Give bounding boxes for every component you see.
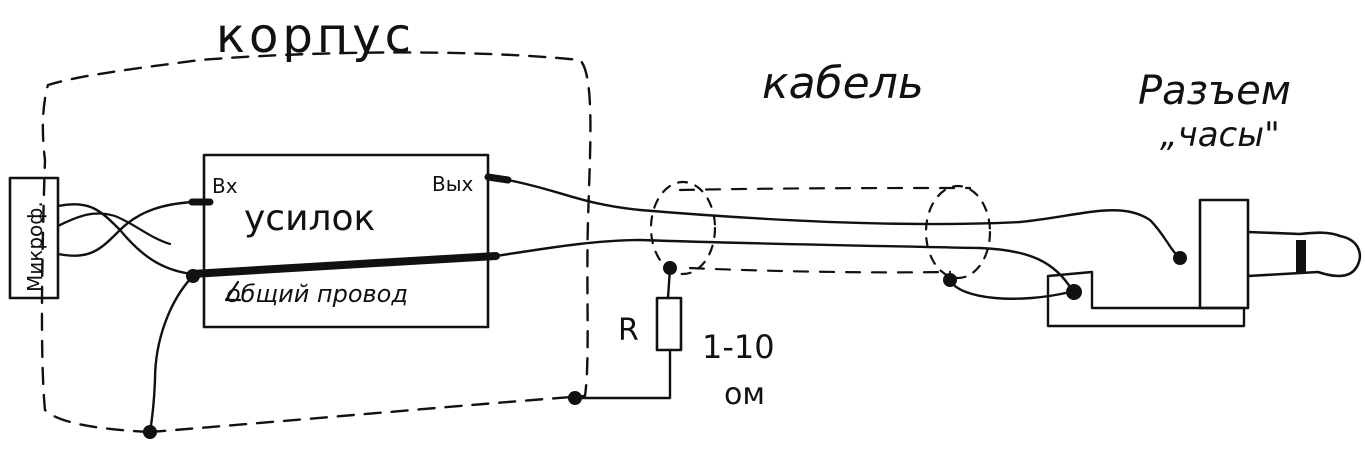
plug-ring <box>1296 240 1306 272</box>
housing-outline <box>40 51 592 434</box>
resistor-top-lead <box>666 266 672 300</box>
resistor-value: 1-10 <box>702 328 775 366</box>
cable-shield-left-end <box>649 180 717 276</box>
microphone-box <box>8 176 60 300</box>
mic-lead-3 <box>56 212 172 246</box>
amplifier-box <box>202 153 490 329</box>
ground-lead <box>148 274 195 434</box>
signal-wire <box>506 178 1182 260</box>
mic-lead-1 <box>56 203 194 276</box>
shield-node-right <box>943 273 957 287</box>
output-stub <box>484 173 512 184</box>
input-label: Вх <box>212 174 238 198</box>
common-wire-label: общий провод <box>226 280 408 308</box>
common-cable-wire <box>494 238 1074 292</box>
housing-label: корпус <box>216 8 415 64</box>
output-label: Вых <box>432 172 474 196</box>
mic-lead-2 <box>56 200 194 257</box>
plug-shaft <box>1246 230 1362 278</box>
cable-label: кабель <box>762 58 924 109</box>
resistor-bottom-lead <box>576 348 672 400</box>
cable-shield-right-end <box>924 184 992 280</box>
sleeve-node <box>1066 284 1082 300</box>
plug-body <box>1198 198 1250 310</box>
common-bus <box>188 252 500 278</box>
ground-node <box>143 425 157 439</box>
signal-plug-node <box>1173 251 1187 265</box>
connector-label-line2: „часы" <box>1160 115 1280 155</box>
amplifier-label: усилок <box>244 198 375 239</box>
housing-ground-node <box>568 391 582 405</box>
resistor-symbol: R <box>618 313 639 348</box>
microphone-label: Микроф. <box>23 201 47 292</box>
shield-loop <box>948 278 1072 300</box>
resistor-unit: ом <box>724 377 765 412</box>
resistor <box>655 296 683 352</box>
common-wire-arrow-icon <box>224 280 242 302</box>
connector-label-line1: Разъем <box>1138 68 1291 114</box>
cable-shield <box>678 186 972 274</box>
